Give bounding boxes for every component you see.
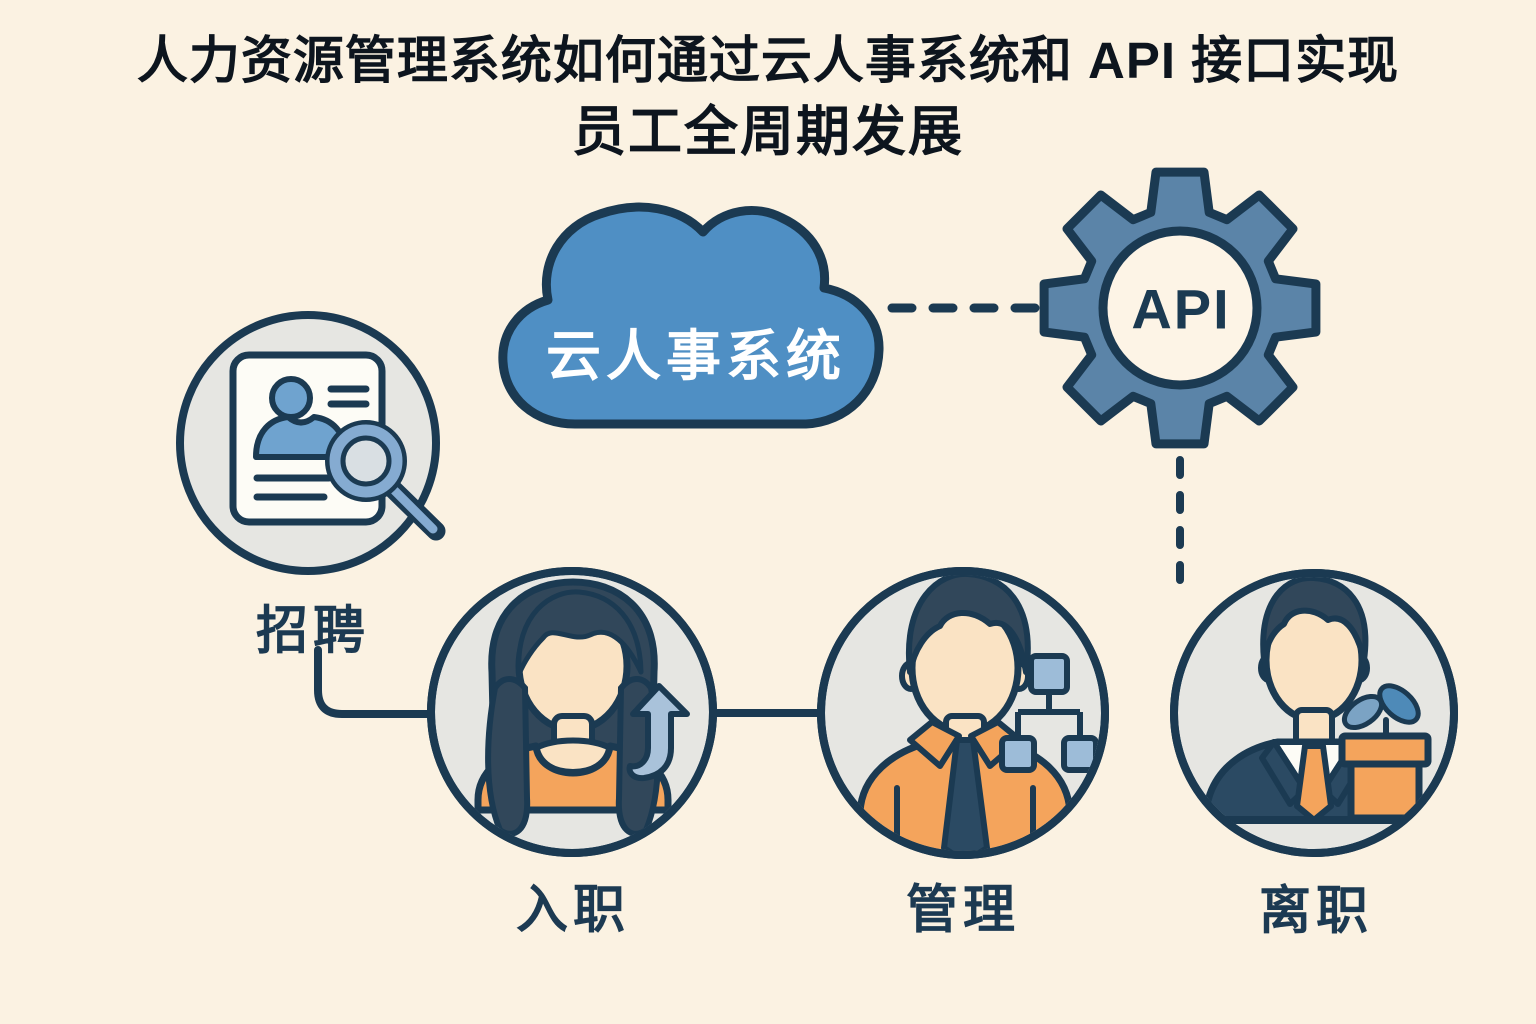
cloud-system-label: 云人事系统 — [545, 325, 847, 387]
female-employee-up-arrow-icon — [474, 578, 690, 837]
magnifier-glass — [325, 420, 446, 541]
offboarding-node — [1170, 569, 1458, 857]
management-label: 管理 — [905, 881, 1021, 940]
connector-recruit-onboard — [314, 646, 441, 718]
onboarding-node — [427, 567, 717, 857]
offboarding-label: 离职 — [1258, 882, 1374, 941]
cloud-icon — [498, 202, 884, 429]
male-employee-org-chart-icon — [856, 575, 1099, 851]
title-line-1: 人力资源管理系统如何通过云人事系统和 API 接口实现 — [136, 32, 1400, 89]
recruitment-label: 招聘 — [255, 602, 371, 661]
gift-box-plant-icon — [1338, 683, 1432, 822]
gear-icon — [1039, 167, 1321, 449]
up-arrow-icon — [626, 683, 690, 782]
resume-magnifier-icon — [229, 351, 446, 541]
recruitment-node — [176, 311, 446, 575]
page-title: 人力资源管理系统如何通过云人事系统和 API 接口实现 员工全周期发展 — [0, 32, 1536, 163]
male-employee-gift-plant-icon — [1198, 577, 1432, 824]
management-node — [817, 567, 1109, 859]
org-chart-icon — [999, 653, 1099, 773]
onboarding-label: 入职 — [515, 881, 631, 940]
title-line-2: 员工全周期发展 — [572, 102, 964, 163]
api-label: API — [1131, 277, 1231, 341]
